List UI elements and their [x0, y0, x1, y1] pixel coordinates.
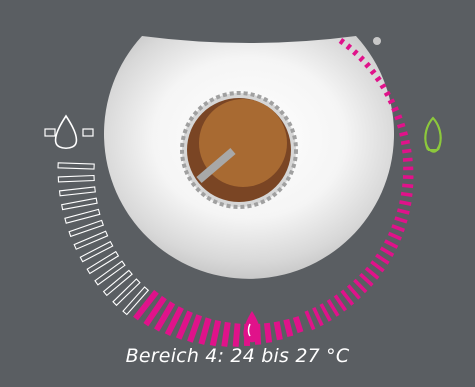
scale-segment-active — [388, 232, 402, 241]
scale-segment-active — [394, 114, 402, 120]
leaf-outline-icon — [425, 118, 440, 150]
scale-segment-active — [305, 310, 316, 330]
scale-segment-inactive — [65, 209, 100, 223]
scale-segment-inactive — [104, 270, 133, 295]
scale-segment-active — [384, 239, 398, 249]
status-dot-icon — [373, 37, 381, 45]
scale-segment-active — [397, 208, 410, 215]
scale-segment-active — [394, 216, 407, 223]
scale-segment-active — [403, 167, 413, 171]
scale-segment-active — [210, 320, 221, 346]
scale-segment-active — [198, 317, 211, 345]
scale-segment-active — [312, 307, 324, 326]
scale-segment-active — [274, 321, 283, 340]
scale-segment-active — [397, 123, 406, 129]
scale-segment-inactive — [87, 252, 118, 274]
scale-segment-active — [391, 224, 405, 232]
scale-segment-active — [283, 319, 293, 337]
scale-segment-active — [403, 158, 413, 162]
droplet-outline-icon — [45, 116, 93, 148]
scale-segment-inactive — [58, 176, 94, 182]
scale-segment-inactive — [113, 279, 140, 305]
scale-segment-active — [293, 316, 304, 333]
scale-segment-active — [402, 184, 413, 189]
leaf-outline-shape — [425, 118, 440, 152]
scale-segment-inactive — [60, 187, 96, 196]
droplet-filled-icon — [243, 311, 260, 342]
range-caption: Bereich 4: 24 bis 27 °C — [0, 345, 475, 367]
scale-segment-active — [233, 323, 241, 347]
scale-segment-active — [221, 322, 231, 347]
scale-segment-active — [403, 175, 414, 179]
scale-segment-active — [399, 131, 408, 137]
temperature-knob[interactable] — [182, 93, 296, 207]
scale-segment-active — [402, 149, 412, 154]
scale-segment-active — [401, 140, 410, 145]
scale-segment-inactive — [80, 242, 112, 262]
scale-segment-active — [365, 267, 380, 280]
scale-segment-active — [391, 106, 399, 112]
scale-segment-inactive — [62, 198, 97, 209]
scale-segment-inactive — [95, 261, 125, 285]
scale-segment-inactive — [58, 163, 94, 169]
scale-segment-active — [399, 200, 411, 206]
scale-segment-active — [264, 323, 272, 343]
scale-segment-active — [370, 260, 385, 272]
scale-segment-active — [375, 254, 390, 265]
scale-segment-active — [380, 247, 394, 258]
scale-segment-active — [401, 192, 413, 197]
